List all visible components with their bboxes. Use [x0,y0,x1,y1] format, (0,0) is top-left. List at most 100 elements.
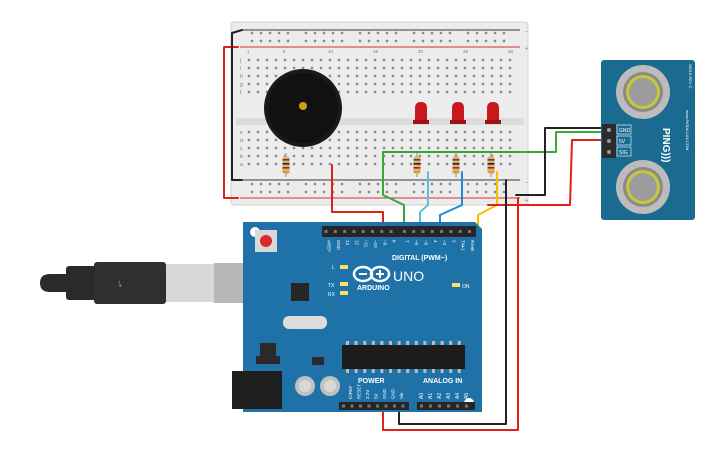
column-number: 5 [283,49,286,54]
dc-jack[interactable] [232,371,282,409]
digital-pin-label: ~5 [424,240,429,246]
brand-text: ARDUINO [357,285,390,292]
row-letter: i [240,66,241,72]
column-number: 20 [418,49,424,54]
on-label: ON [462,284,470,290]
digital-header-pins [324,230,471,233]
power-pin-label: 5V [374,393,379,399]
digital-pin-label: ~3 [442,240,447,246]
sensor-pin-5v: 5V [619,139,626,145]
led-2[interactable] [450,102,466,124]
digital-pin-label: GND [336,240,341,251]
sensor-name: PING))) [660,128,671,162]
ultrasonic-sensor[interactable]: GND 5V SIG PING))) www.PARALLAX.COM 2801… [601,60,695,220]
column-number: 30 [508,49,514,54]
power-label: POWER [358,378,384,385]
analog-pin-label: A1 [428,393,434,399]
power-pin-label: 3.3V [365,390,370,399]
row-letter: f [240,90,242,96]
digital-pin-label: 13 [345,240,350,246]
digital-pin-label: 8 [392,240,397,243]
rail-minus-label-bottom: − [525,180,528,186]
arduino-logo-icon [352,265,391,283]
wire-black-sensor[interactable] [515,127,609,196]
analog-pin-label: A4 [455,393,461,399]
row-letter: a [240,162,243,168]
resistor-4[interactable] [487,153,495,177]
sensor-part: 28015 REV C [688,64,693,89]
wires [223,29,609,431]
usb-cable[interactable]: ⭏ [40,262,246,304]
bottom-header-pins [342,404,468,408]
sensor-pin-sig: SIG [619,150,628,156]
analog-label: ANALOG IN [423,378,462,385]
power-pin-label: IOREF [348,385,353,399]
column-number: 15 [373,49,379,54]
digital-pin-label: 2 [451,240,456,243]
resistor-3[interactable] [452,153,460,177]
led-tx-label: TX [328,283,335,289]
row-letter: e [240,130,243,136]
rail-minus-label: − [525,29,528,35]
chip-pins [346,341,461,373]
column-number: 25 [463,49,469,54]
sensor-maker: www.PARALLAX.COM [685,110,690,150]
row-letter: b [240,154,243,160]
rail-plus-label-bottom: + [525,198,528,204]
digital-pin-label: 12 [354,240,359,246]
sensor-pin-gnd: GND [619,128,631,134]
row-letter: h [240,74,243,80]
resistor-1[interactable] [282,153,290,177]
digital-pin-label: 7 [405,240,410,243]
power-pin-label: GND [391,388,396,399]
wire-red-power[interactable] [382,197,519,431]
digital-pin-label: 4 [433,240,438,243]
wire-black-rail-left[interactable] [231,29,243,181]
wire-black-power[interactable] [398,179,507,425]
digital-pin-labels: AREF GND 13 12 ~11 ~10 ~9 8 7 ~6 ~5 4 ~3 2 TX▸1 RX◂0 [327,240,476,252]
digital-pin-label: ~6 [414,240,419,246]
digital-pin-label: TX▸1 [461,240,466,251]
analog-pin-label: A5 [464,393,470,399]
wire-red-buzzer[interactable] [331,164,384,229]
arduino-uno[interactable]: AREF GND 13 12 ~11 ~10 ~9 8 7 ~6 ~5 4 ~3 2 TX▸1 RX◂0 DI… [232,222,482,412]
row-letter: j [239,58,241,64]
power-pin-label: RESET [357,384,362,399]
wire-green-sensor[interactable] [382,131,607,153]
column-number: 10 [328,49,334,54]
analog-pin-label: A0 [419,393,425,399]
digital-pin-label: AREF [327,240,332,252]
rail-plus-label: + [525,46,528,52]
resistor-2[interactable] [413,153,421,177]
wire-red-sensor[interactable] [487,139,609,206]
led-1[interactable] [413,102,429,124]
wire-green[interactable] [382,151,405,229]
digital-pin-label: ~11 [364,240,369,248]
digital-label: DIGITAL (PWM~) [392,255,447,262]
analog-pin-label: A2 [437,393,443,399]
digital-pin-label: ~10 [373,240,378,248]
row-letter: g [240,82,243,88]
wire-blue[interactable] [439,171,463,229]
analog-pin-label: A3 [446,393,452,399]
digital-pin-label: ~9 [382,240,387,246]
led-3[interactable] [485,102,501,124]
row-letter: d [240,138,243,144]
piezo-buzzer[interactable] [264,69,342,147]
wire-lightblue[interactable] [419,171,429,229]
power-pin-label: Vin [399,392,404,399]
row-letter: c [240,146,243,152]
model-text: UNO [393,268,424,284]
column-number: 1 [247,49,250,54]
led-rx-label: RX [328,292,336,298]
wire-yellow[interactable] [477,171,498,229]
resistors [282,153,495,177]
power-pin-label: GND [382,388,387,399]
digital-pin-label: RX◂0 [470,240,475,252]
reset-button-cap[interactable] [260,235,272,247]
led-l-label: L [332,265,335,271]
usb-icon: ⭏ [118,276,122,290]
